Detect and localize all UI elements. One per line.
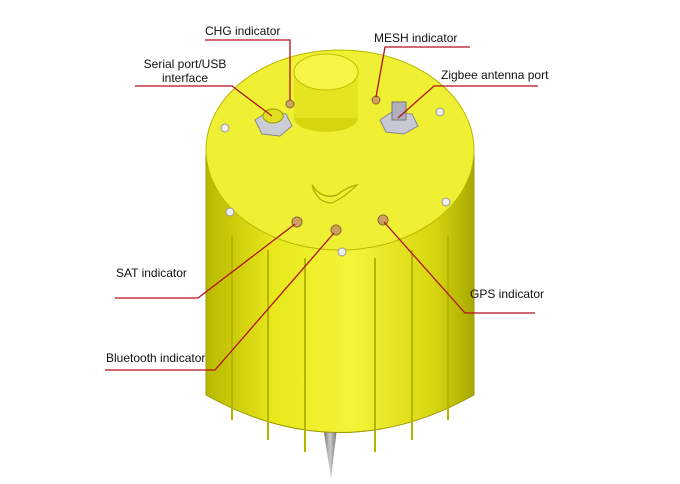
logo — [311, 184, 359, 204]
label-bluetooth-indicator: Bluetooth indicator — [106, 351, 206, 365]
ground-spike — [322, 420, 338, 478]
leader-mesh — [375, 46, 470, 98]
leader-serial — [135, 85, 273, 117]
leader-zigbee — [397, 85, 538, 119]
label-serial-line2: interface — [161, 71, 209, 85]
leader-bluetooth — [105, 232, 335, 371]
label-zigbee-port: Zigbee antenna port — [441, 68, 549, 82]
label-gps-indicator: GPS indicator — [470, 287, 545, 301]
label-mesh-indicator: MESH indicator — [374, 31, 458, 45]
leader-gps — [383, 221, 535, 314]
leader-lines — [105, 39, 538, 371]
label-serial-line1: Serial port/USB — [143, 57, 227, 71]
label-sat-indicator: SAT indicator — [116, 266, 187, 280]
label-serial-port: Serial port/USB interface — [135, 57, 235, 85]
leader-sat — [115, 223, 296, 299]
label-chg-indicator: CHG indicator — [205, 24, 281, 38]
leader-chg — [205, 39, 291, 100]
cap-top — [293, 53, 359, 91]
